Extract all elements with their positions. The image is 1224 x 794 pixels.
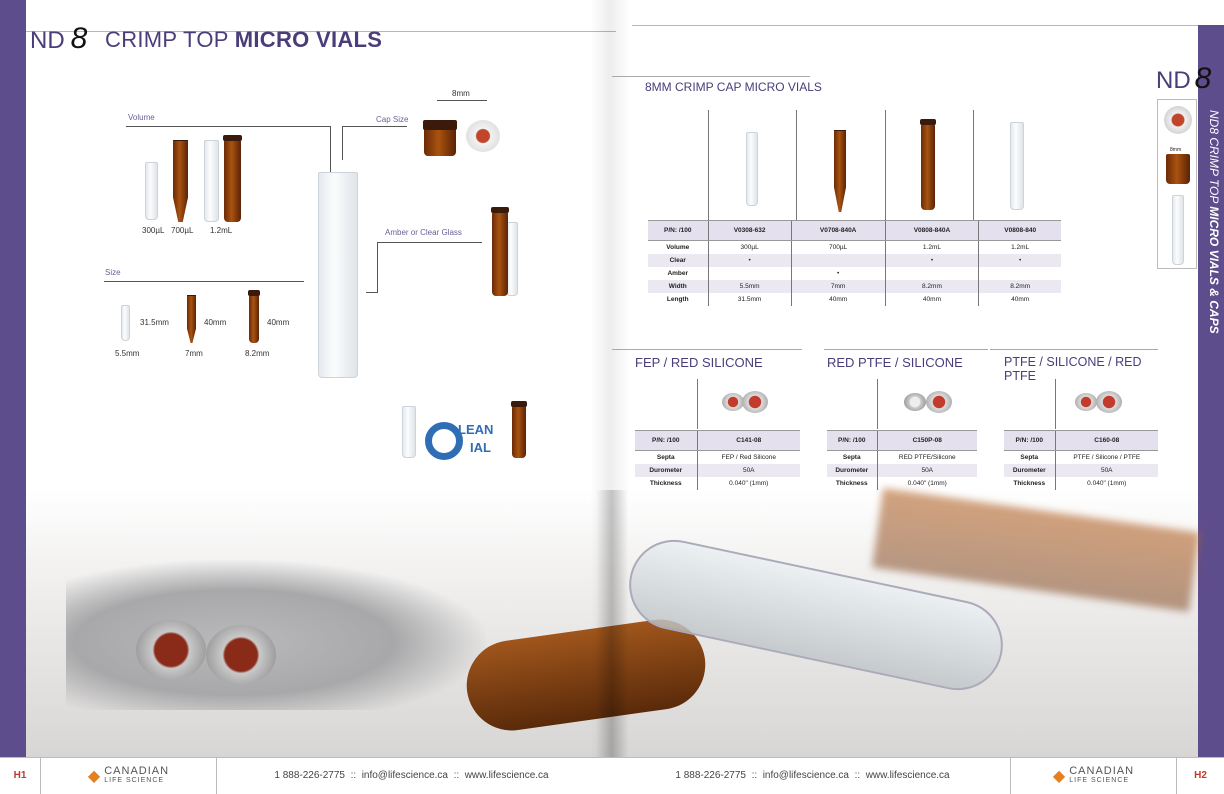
cap-size-label: Cap Size [376,115,409,124]
main-vial-image [318,172,358,378]
clean-vial-logo: LEAN IAL [400,401,530,462]
logo-icon: ◆ [87,767,101,785]
side-tab-light: ND8 CRIMP TOP [1207,110,1221,207]
email-link[interactable]: info@lifescience.ca [762,770,849,781]
size-width-3: 8.2mm [245,349,270,358]
page-title: CRIMP TOP MICRO VIALS [105,27,383,52]
volume-700: 700µL [171,226,194,235]
page-number-right: H2 [1176,757,1224,794]
size-width-2: 7mm [185,349,203,358]
size-height-3: 40mm [267,318,290,327]
footer-contact-left: 1 888-226-2775 :: info@lifescience.ca ::… [216,757,606,794]
volume-300: 300µL [142,226,165,235]
footer-contact-right: 1 888-226-2775 :: info@lifescience.ca ::… [675,770,950,781]
page-number-left: H1 [13,770,27,781]
left-edge-bar [0,0,26,757]
page-gutter [590,0,630,757]
right-side-tab: ND8 CRIMP TOP MICRO VIALS & CAPS [1198,25,1224,757]
cap-image [466,120,500,152]
logo-icon: ◆ [1052,767,1066,785]
volume-label: Volume [128,113,155,122]
product-photo [26,488,1201,757]
side-thumbnails: 8mm [1157,99,1197,269]
web-link[interactable]: www.lifescience.ca [464,770,549,781]
volume-1-2: 1.2mL [210,226,233,235]
vials-images [708,110,1061,220]
email-link[interactable]: info@lifescience.ca [361,770,448,781]
size-label: Size [105,268,121,277]
size-height-2: 40mm [204,318,227,327]
cap-dimension: 8mm [452,89,470,98]
vials-table-title: 8MM CRIMP CAP MICRO VIALS [645,80,822,94]
web-link[interactable]: www.lifescience.ca [865,770,950,781]
size-height-1: 31.5mm [140,318,169,327]
side-tab-bold: MICRO VIALS & CAPS [1207,206,1221,334]
footer [0,757,1224,794]
size-width-1: 5.5mm [115,349,140,358]
amber-clear-label: Amber or Clear Glass [385,228,462,237]
